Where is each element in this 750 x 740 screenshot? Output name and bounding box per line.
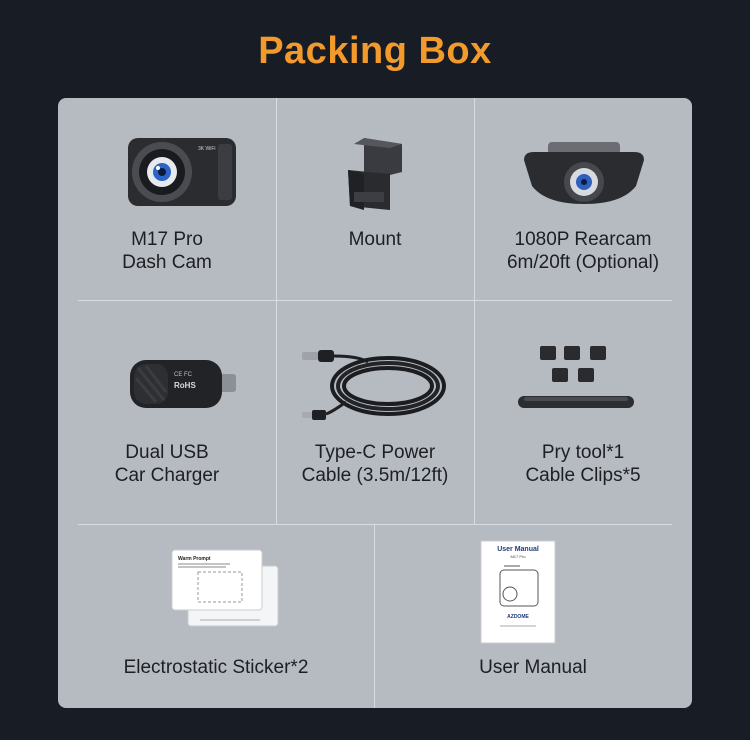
item-label-line2: Cable Clips*5	[525, 465, 641, 486]
item-label-line1: M17 Pro	[131, 229, 203, 250]
manual-title-text: User Manual	[497, 546, 539, 553]
item-label-line1: User Manual	[479, 657, 587, 678]
charger-rohs-mark: RoHS	[174, 381, 196, 390]
grid-divider	[276, 98, 277, 524]
item-dash-cam: 3K WiFi M17 Pro Dash Cam	[58, 98, 276, 300]
pry-tool-clips-icon	[518, 346, 634, 408]
item-label-line1: 1080P Rearcam	[514, 229, 652, 250]
mount-icon	[348, 138, 402, 210]
svg-text:3K WiFi: 3K WiFi	[198, 146, 216, 152]
grid-divider	[78, 524, 672, 525]
manual-model-text: M17 Pro	[510, 554, 526, 559]
item-label-line1: Mount	[348, 229, 402, 250]
item-label-line1: Pry tool*1	[541, 442, 625, 463]
grid-divider	[78, 300, 672, 301]
grid-divider	[474, 98, 475, 524]
item-label-line1: Dual USB	[125, 442, 209, 463]
item-label-line1: Type-C Power	[314, 442, 436, 463]
power-cable-icon	[302, 350, 446, 420]
item-rear-camera: 1080P Rearcam 6m/20ft (Optional)	[474, 98, 692, 300]
packing-list-panel: 3K WiFi M17 Pro Dash Cam Mount 1080P Rea…	[58, 98, 692, 708]
item-label-line2: 6m/20ft (Optional)	[506, 252, 660, 273]
manual-icon: User Manual M17 Pro AZDOME	[480, 540, 556, 644]
dash-cam-icon: 3K WiFi	[128, 138, 236, 206]
item-car-charger: CE FC RoHS Dual USB Car Charger	[58, 300, 276, 524]
item-power-cable: Type-C Power Cable (3.5m/12ft)	[276, 300, 474, 524]
item-label-line2: Dash Cam	[122, 252, 212, 273]
sticker-icon: Warm Prompt	[171, 549, 279, 627]
item-label-line2: Car Charger	[114, 465, 220, 486]
car-charger-icon: CE FC RoHS	[130, 360, 236, 408]
rear-camera-icon	[524, 142, 644, 204]
grid-divider	[374, 524, 375, 708]
svg-text:CE FC: CE FC	[174, 372, 193, 378]
page-title: Packing Box	[258, 30, 492, 72]
item-pry-tool-clips: Pry tool*1 Cable Clips*5	[474, 300, 692, 524]
item-label-line1: Electrostatic Sticker*2	[123, 657, 309, 678]
item-mount: Mount	[276, 98, 474, 300]
manual-brand-text: AZDOME	[507, 614, 529, 620]
item-sticker: Warm Prompt Electrostatic Sticker*2	[58, 524, 374, 708]
item-label-line2: Cable (3.5m/12ft)	[301, 465, 449, 486]
sticker-title-text: Warm Prompt	[178, 556, 211, 562]
item-user-manual: User Manual M17 Pro AZDOME User Manual	[374, 524, 692, 708]
